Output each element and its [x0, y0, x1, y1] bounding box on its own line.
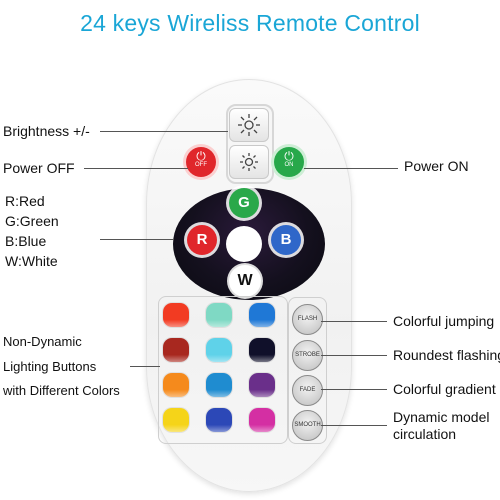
strobe-button[interactable]: STROBE [292, 340, 323, 371]
color-grid [158, 296, 288, 444]
color-button[interactable] [206, 338, 232, 362]
color-button[interactable] [249, 373, 275, 397]
non-dynamic-label-3: with Different Colors [3, 383, 120, 398]
sun-dim-icon [240, 153, 258, 171]
brightness-line [100, 131, 228, 132]
color-button[interactable] [249, 338, 275, 362]
blue-label: B:Blue [5, 233, 47, 249]
strobe-line [321, 355, 387, 356]
colors-line [100, 239, 174, 240]
power-off-button[interactable]: ⏻ OFF [186, 147, 216, 177]
color-button[interactable] [249, 303, 275, 327]
green-button[interactable]: G [229, 188, 259, 218]
red-label: R:Red [5, 193, 45, 209]
center-button[interactable] [226, 226, 262, 262]
red-button[interactable]: R [187, 225, 217, 255]
dynamic-model-label-1: Dynamic model [393, 409, 490, 425]
sun-icon [238, 114, 260, 136]
power-off-label: Power OFF [3, 160, 75, 176]
color-button[interactable] [163, 408, 189, 432]
brightness-label: Brightness +/- [3, 123, 90, 139]
colorful-gradient-label: Colorful gradient [393, 381, 496, 397]
power-on-label: Power ON [404, 158, 469, 174]
non-dynamic-label-1: Non-Dynamic [3, 334, 82, 349]
color-button[interactable] [206, 373, 232, 397]
page-title: 24 keys Wireliss Remote Control [80, 10, 420, 36]
non-dynamic-line [130, 366, 160, 367]
fade-line [321, 389, 387, 390]
roundest-flashing-label: Roundest flashing [393, 347, 500, 363]
brightness-up-button[interactable] [229, 108, 269, 142]
power-off-line [84, 168, 188, 169]
color-button[interactable] [206, 408, 232, 432]
brightness-down-button[interactable] [229, 145, 269, 179]
white-label: W:White [5, 253, 58, 269]
smooth-line [321, 425, 387, 426]
color-button[interactable] [163, 338, 189, 362]
green-label: G:Green [5, 213, 59, 229]
color-button[interactable] [249, 408, 275, 432]
dynamic-model-label-2: circulation [393, 426, 457, 442]
power-icon: ⏻ [284, 149, 294, 163]
smooth-button[interactable]: SMOOTH [292, 410, 323, 441]
color-button[interactable] [163, 303, 189, 327]
power-off-text: OFF [195, 162, 207, 168]
power-icon: ⏻ [196, 149, 206, 163]
color-button[interactable] [206, 303, 232, 327]
colorful-jumping-label: Colorful jumping [393, 313, 495, 329]
power-on-line [304, 168, 398, 169]
mode-buttons-panel [288, 297, 327, 444]
fade-button[interactable]: FADE [292, 375, 323, 406]
non-dynamic-label-2: Lighting Buttons [3, 359, 97, 374]
power-on-text: ON [284, 162, 294, 168]
white-button[interactable]: W [229, 265, 261, 297]
power-on-button[interactable]: ⏻ ON [274, 147, 304, 177]
flash-line [321, 321, 387, 322]
blue-button[interactable]: B [271, 225, 301, 255]
flash-button[interactable]: FLASH [292, 304, 323, 335]
color-button[interactable] [163, 373, 189, 397]
